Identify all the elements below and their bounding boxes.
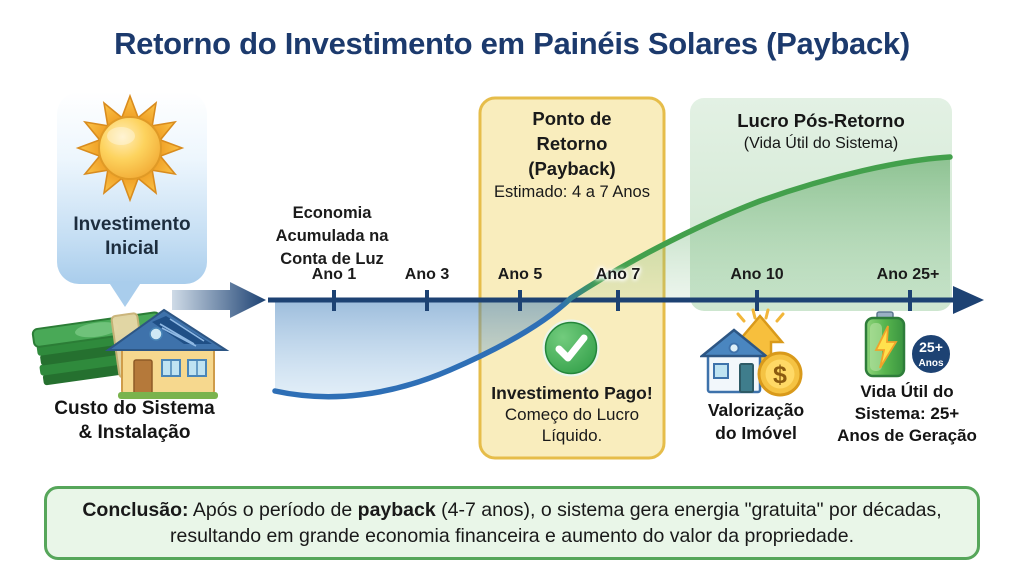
svg-text:$: $	[773, 361, 787, 389]
home-value-icon: $	[700, 308, 803, 397]
lifespan-line2: Sistema: 25+	[854, 404, 960, 423]
investment-paid-title: Investimento Pago!	[491, 383, 653, 403]
sun-icon	[75, 93, 185, 203]
profit-area	[571, 157, 950, 300]
savings-line3: Conta de Luz	[280, 250, 384, 268]
tick-label-ano10: Ano 10	[730, 266, 784, 283]
conclusion-part2: (4-7 anos), o sistema gera energia "grat…	[169, 499, 942, 547]
callout-tail	[108, 281, 142, 307]
lifespan-line1: Vida Útil do	[860, 382, 954, 401]
svg-text:25+: 25+	[919, 339, 943, 355]
investment-paid-line1: Começo do Lucro	[504, 405, 640, 424]
conclusion-text: Conclusão: Após o período de payback (4-…	[47, 497, 977, 549]
payback-title-line2: Retorno	[536, 133, 608, 154]
dollar-coin: $	[757, 351, 803, 397]
valuation-line2: do Imóvel	[715, 423, 797, 443]
payback-title-line1: Ponto de	[532, 108, 612, 129]
payback-subtitle: Estimado: 4 a 7 Anos	[494, 183, 650, 201]
conclusion-keyword: payback	[357, 499, 436, 521]
payback-title-line3: (Payback)	[528, 158, 616, 179]
tick-label-ano25: Ano 25+	[876, 266, 940, 283]
savings-line1: Economia	[292, 204, 372, 222]
tick-label-ano5: Ano 5	[497, 266, 543, 283]
system-cost-line2: & Instalação	[78, 422, 191, 443]
system-cost-caption: Custo do Sistema & Instalação	[12, 397, 257, 445]
savings-label: Economia Acumulada na Conta de Luz	[253, 202, 411, 271]
svg-text:Anos: Anos	[919, 358, 944, 369]
timeline-ticks	[332, 290, 912, 311]
lifespan-badge: 25+ Anos	[910, 333, 952, 375]
profit-subtitle: (Vida Útil do Sistema)	[743, 135, 899, 152]
profit-panel-header: Lucro Pós-Retorno (Vida Útil do Sistema)	[690, 108, 952, 155]
profit-title: Lucro Pós-Retorno	[737, 110, 905, 131]
investment-area	[275, 298, 571, 397]
tick-label-ano1: Ano 1	[311, 266, 357, 283]
lifespan-line3: Anos de Geração	[837, 426, 977, 445]
house-solar-icon	[104, 308, 230, 399]
roi-curve	[272, 154, 953, 400]
valuation-line1: Valorização	[707, 400, 805, 420]
battery-lifespan-icon: 25+ Anos	[864, 311, 952, 378]
check-circle-icon	[542, 319, 600, 377]
system-cost-line1: Custo do Sistema	[54, 398, 215, 419]
payback-panel-header: Ponto de Retorno (Payback) Estimado: 4 a…	[480, 106, 664, 204]
flow-arrow-icon	[172, 282, 266, 318]
initial-investment-label: Investimento Inicial	[73, 214, 191, 259]
conclusion-lead: Conclusão:	[82, 499, 189, 521]
page-title: Retorno do Investimento em Painéis Solar…	[114, 26, 910, 61]
lifespan-caption: Vida Útil do Sistema: 25+ Anos de Geraçã…	[833, 381, 981, 447]
investment-paid-block: Investimento Pago! Começo do Lucro Líqui…	[478, 382, 666, 446]
tick-label-ano7: Ano 7	[595, 266, 641, 283]
tick-label-ano3: Ano 3	[404, 266, 450, 283]
conclusion-part1: Após o período de	[188, 499, 358, 521]
investment-paid-line2: Líquido.	[541, 426, 603, 445]
conclusion-box: Conclusão: Após o período de payback (4-…	[44, 486, 980, 560]
valuation-caption: Valorização do Imóvel	[692, 399, 820, 445]
small-house	[700, 328, 770, 394]
savings-line2: Acumulada na	[275, 227, 389, 245]
timeline-arrowhead	[953, 286, 984, 314]
